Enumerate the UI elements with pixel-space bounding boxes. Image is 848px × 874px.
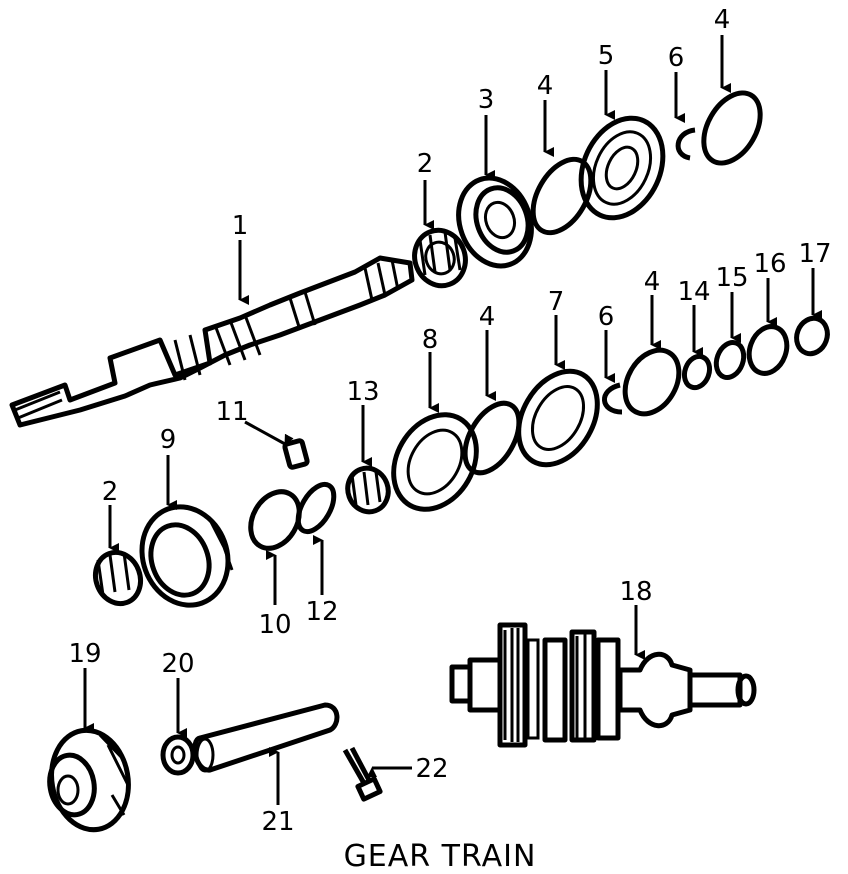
ring-15: [713, 340, 747, 380]
diagram-caption: GEAR TRAIN: [344, 839, 537, 874]
gear-9: [139, 504, 234, 608]
callout-4-b: 4: [714, 5, 731, 35]
ring-17: [794, 315, 830, 357]
bolt-22: [342, 746, 383, 802]
callout-8: 8: [422, 325, 439, 355]
callout-21: 21: [261, 807, 294, 837]
ring-16: [746, 324, 790, 376]
callout-10: 10: [258, 610, 291, 640]
callout-17: 17: [798, 239, 831, 269]
ring-10: [248, 489, 302, 551]
bearing-8: [391, 412, 479, 512]
idler-gear-19: [47, 727, 131, 833]
snap-ring-4c: [462, 400, 522, 476]
snap-ring-4d: [622, 347, 682, 417]
callout-22: 22: [415, 754, 448, 784]
callout-13: 13: [346, 377, 379, 407]
snap-ring-4b: [701, 90, 763, 166]
callout-4-c: 4: [479, 302, 496, 332]
callout-1: 1: [232, 211, 249, 241]
needle-bearing-upper: [412, 227, 468, 289]
callout-2-upper: 2: [417, 149, 434, 179]
snap-ring-6a: [675, 127, 696, 161]
snap-ring-12: [295, 481, 337, 535]
washer-20: [160, 734, 196, 776]
callout-9: 9: [160, 425, 177, 455]
callout-20: 20: [161, 649, 194, 679]
countershaft-cluster-18: [449, 622, 757, 748]
needle-bearing-lower: [92, 549, 144, 607]
callout-labels: 1 2 3 4 5 6 4 2 9 11 10 12 13 8 4 7 6 4 …: [68, 5, 831, 837]
callout-16: 16: [753, 249, 786, 279]
main-shaft: [9, 255, 415, 428]
callout-3: 3: [478, 85, 495, 115]
callout-6-b: 6: [598, 302, 615, 332]
leader-lines: [83, 35, 822, 805]
ring-14: [681, 353, 713, 391]
callout-19: 19: [68, 639, 101, 669]
needle-bearing-13: [345, 465, 391, 515]
ball-bearing-7: [516, 368, 600, 468]
callout-11: 11: [215, 397, 248, 427]
callout-4-d: 4: [644, 267, 661, 297]
snap-ring-6b: [602, 382, 623, 415]
gear-3: [456, 175, 534, 269]
idler-shaft-21: [192, 702, 340, 773]
callout-15: 15: [715, 263, 748, 293]
callout-7: 7: [548, 287, 565, 317]
callout-12: 12: [305, 597, 338, 627]
key-11: [282, 438, 310, 470]
callout-14: 14: [677, 277, 710, 307]
callout-18: 18: [619, 577, 652, 607]
callout-5: 5: [598, 41, 615, 71]
callout-2-lower: 2: [102, 477, 119, 507]
callout-6-a: 6: [668, 43, 685, 73]
ball-bearing-5: [578, 115, 666, 221]
callout-4-a: 4: [537, 71, 554, 101]
